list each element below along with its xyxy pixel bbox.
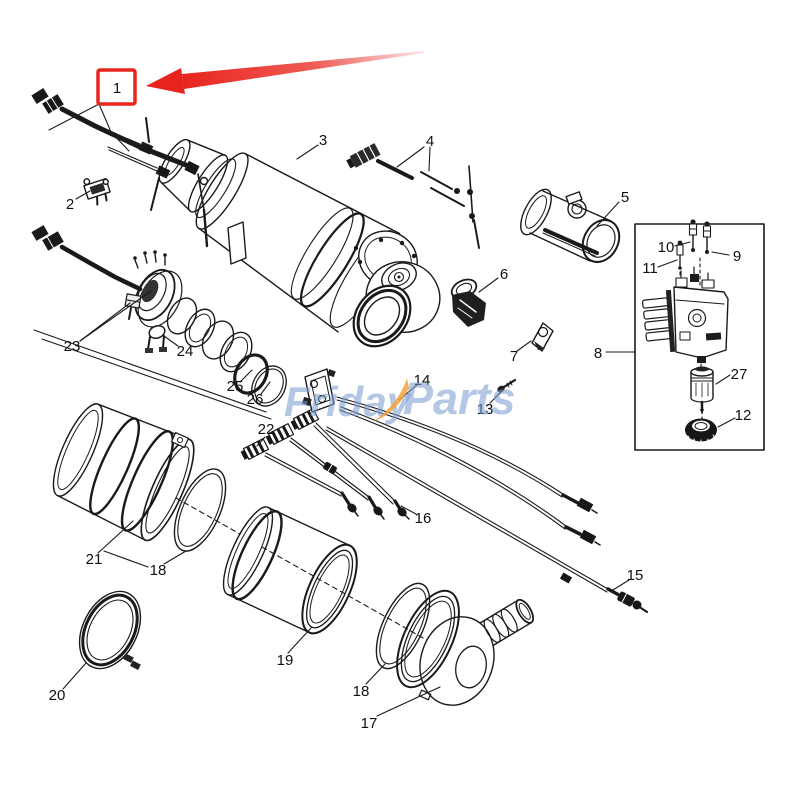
part-labels: 1 2 3 4 5 6 7 8 9 10 11 12 13 14 15 16 1…: [49, 80, 752, 732]
assembly-centerline: [175, 497, 433, 644]
part-label-27: 27: [731, 366, 748, 383]
part-12-cap: [685, 418, 717, 445]
part-17-ring-face: [396, 589, 460, 689]
part-18-gasket-bottom: [375, 582, 431, 670]
part-1-temp-sensor-harness: [31, 88, 209, 248]
part-25-ring: [233, 353, 269, 395]
part-23-doser-assembly: [31, 225, 287, 407]
part-label-17: 17: [361, 715, 378, 732]
watermark-left: Friday: [284, 378, 413, 425]
part-label-25: 25: [227, 378, 244, 395]
part-4-temp-probes: [346, 143, 480, 249]
watermark-right: Parts: [403, 373, 516, 424]
part-21-inlet-section: [52, 403, 195, 542]
part-8-detail-box: [634, 219, 765, 451]
part-label-12: 12: [735, 407, 752, 424]
red-arrow: [182, 51, 424, 89]
part-3-canister: [158, 138, 441, 348]
part-15-sensor-cable: [325, 426, 648, 613]
part-27-filter: [690, 366, 714, 415]
part-22-cable-set: [240, 408, 410, 520]
watermark: Friday Parts: [284, 373, 516, 425]
part-13-screw: [497, 378, 517, 393]
part-2-bracket: [83, 177, 111, 206]
part-label-1: 1: [113, 80, 121, 97]
part-24-clamp: [145, 324, 167, 353]
part-label-8: 8: [594, 345, 602, 362]
part-label-4: 4: [426, 133, 434, 150]
part-label-16: 16: [415, 510, 432, 527]
part-14-sensor-cables: [301, 368, 601, 546]
part-label-22: 22: [258, 421, 275, 438]
part-label-20: 20: [49, 687, 66, 704]
part-17-outlet-cone: [418, 598, 535, 706]
part-19-filter-section: [222, 506, 358, 635]
part-label-23: 23: [64, 338, 81, 355]
highlight-annotation: [96, 51, 424, 106]
part-label-9: 9: [733, 248, 741, 265]
def-pump-module: [641, 266, 729, 363]
red-highlight-box: [96, 68, 137, 106]
part-label-5: 5: [621, 189, 629, 206]
part-label-19: 19: [277, 652, 294, 669]
red-arrow-head: [146, 68, 185, 94]
part-26-gasket-ring: [251, 365, 287, 407]
watermark-slash: [374, 378, 409, 421]
part-6-clamp: [450, 278, 486, 327]
part-label-13: 13: [477, 401, 494, 418]
part-label-15: 15: [627, 567, 644, 584]
leader-lines: [33, 103, 736, 717]
part-9-fitting: [702, 221, 712, 254]
part-label-21: 21: [86, 551, 103, 568]
part-10-fitting: [688, 219, 698, 252]
part-label-14: 14: [414, 372, 431, 389]
part-label-7: 7: [510, 348, 518, 365]
part-label-2: 2: [66, 196, 74, 213]
part-label-11: 11: [642, 260, 658, 277]
part-label-24: 24: [177, 343, 194, 360]
part-16-sensor-cable: [290, 408, 410, 520]
part-label-18-left: 18: [150, 562, 167, 579]
part-label-10: 10: [658, 239, 675, 256]
part-label-26: 26: [247, 391, 264, 408]
part-label-18-bottom: 18: [353, 683, 370, 700]
part-label-6: 6: [500, 266, 508, 283]
part-20-vband-clamp: [78, 590, 142, 670]
part-label-3: 3: [319, 132, 327, 149]
part-7-bracket: [531, 322, 554, 352]
part-5-sensor-pipe: [520, 188, 621, 264]
